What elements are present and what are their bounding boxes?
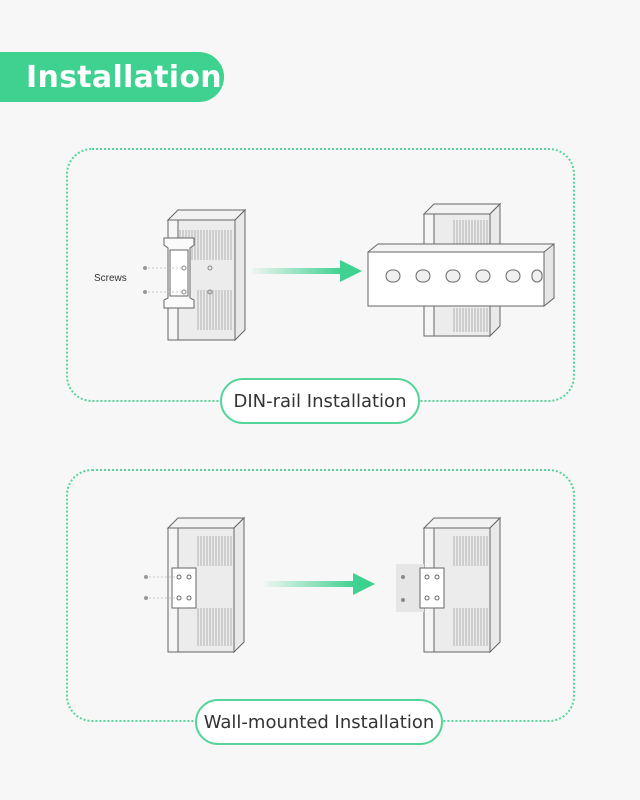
din-rail-icon bbox=[367, 242, 555, 308]
wall-bracket-icon bbox=[419, 567, 445, 609]
wall-mount-caption: Wall-mounted Installation bbox=[195, 699, 443, 745]
wall-bracket-icon bbox=[171, 567, 197, 609]
din-rail-caption: DIN-rail Installation bbox=[220, 378, 420, 424]
wall-mount-illustration bbox=[144, 516, 502, 654]
screws-label: Screws bbox=[94, 273, 127, 284]
title-badge: Installation bbox=[0, 52, 224, 102]
din-rail-clip-icon bbox=[163, 237, 195, 309]
arrow-right-icon bbox=[265, 573, 375, 595]
screw-icon bbox=[144, 575, 148, 600]
page-title: Installation bbox=[26, 59, 222, 95]
din-rail-illustration: Screws bbox=[94, 202, 555, 342]
arrow-right-icon bbox=[252, 260, 362, 282]
screw-icon bbox=[401, 575, 405, 602]
screw-icon bbox=[143, 266, 147, 294]
